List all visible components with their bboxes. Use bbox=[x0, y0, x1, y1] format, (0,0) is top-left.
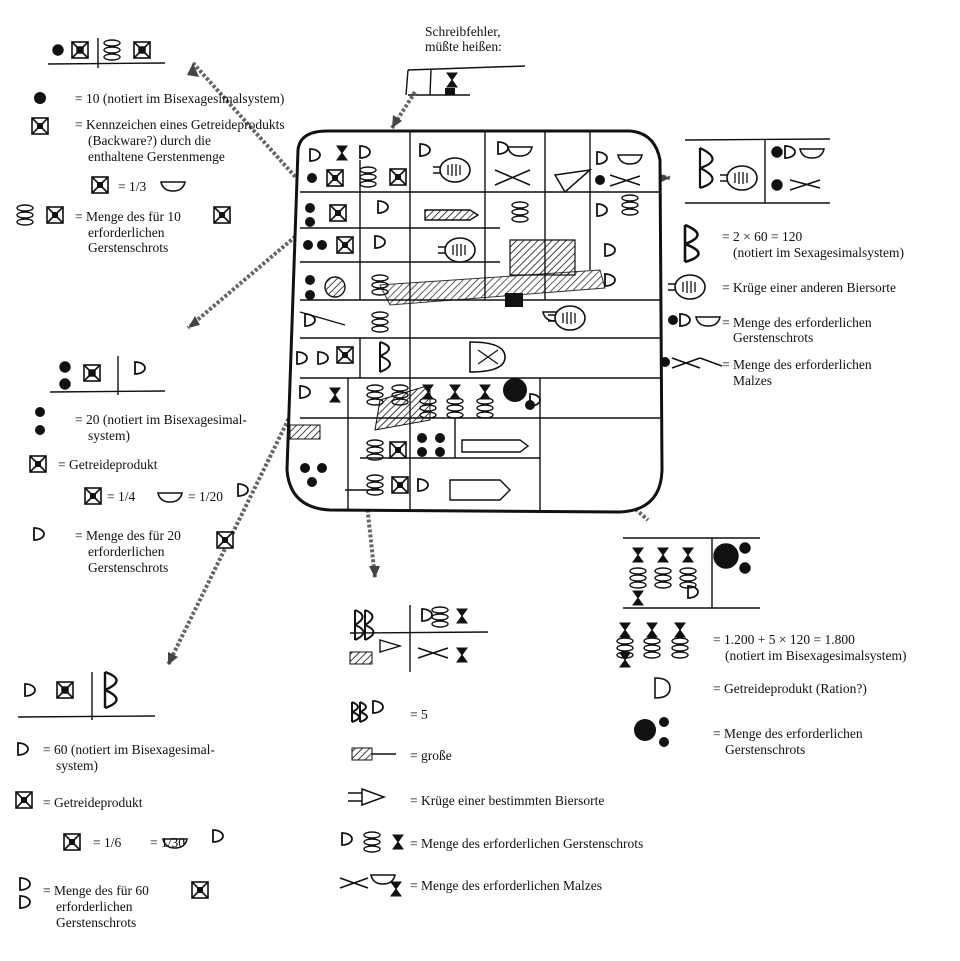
legend-b-120-line1: = 2 × 60 = 120 bbox=[722, 229, 803, 244]
legend-menge-60-line3: Gerstenschrots bbox=[56, 915, 137, 930]
legend-b-120-line2: (notiert im Sexagesimalsystem) bbox=[733, 245, 904, 260]
legend-malz-right-line2: Malzes bbox=[733, 373, 772, 388]
scribal-correction-box bbox=[405, 65, 526, 96]
legend-sixty-line1: = 60 (notiert im Bisexagesimal- bbox=[43, 742, 215, 757]
legend-menge-bottom-right-line2: Gerstenschrots bbox=[725, 742, 806, 757]
legend-sixty-line2: system) bbox=[56, 758, 98, 773]
legend-gersten-center: = Menge des erforderlichen Gerstenschrot… bbox=[410, 836, 644, 851]
scribal-note-line1: Schreibfehler, bbox=[425, 24, 501, 39]
legend-kennzeichen-line3: enthaltene Gerstenmenge bbox=[88, 149, 225, 164]
key-box-bottom-left bbox=[17, 670, 156, 720]
legend-menge-20-line1: = Menge des für 20 bbox=[75, 528, 181, 543]
legend-ration: = Getreideprodukt (Ration?) bbox=[713, 681, 867, 696]
key-box-bottom-center bbox=[349, 605, 489, 672]
legend-fraction-quarter: = 1/4 bbox=[107, 489, 136, 504]
legend-menge-10-line3: Gerstenschrots bbox=[88, 240, 169, 255]
legend-gersten-right-line2: Gerstenschrots bbox=[733, 330, 814, 345]
legend-signs-right bbox=[660, 223, 723, 369]
legend-menge-60-line1: = Menge des für 60 bbox=[43, 883, 149, 898]
tablet bbox=[285, 129, 664, 514]
key-box-right bbox=[684, 138, 831, 204]
legend-getreideprodukt-mid: = Getreideprodukt bbox=[58, 457, 158, 472]
legend-calc-line2: (notiert im Bisexagesimalsystem) bbox=[725, 648, 907, 663]
legend-menge-60-line2: erforderlichen bbox=[56, 899, 133, 914]
legend-kennzeichen-line2: (Backware?) durch die bbox=[88, 133, 211, 148]
legend-fraction-twentieth: = 1/20 bbox=[188, 489, 223, 504]
legend-dots-twenty-line1: = 20 (notiert im Bisexagesimal- bbox=[75, 412, 247, 427]
scribal-note-line2: müßte heißen: bbox=[425, 39, 502, 54]
legend-fraction-thirtieth: = 1/30 bbox=[150, 835, 185, 850]
legend-calc-line1: = 1.200 + 5 × 120 = 1.800 bbox=[713, 632, 855, 647]
legend-signs-top-left bbox=[16, 92, 231, 226]
legend-fraction-sixth: = 1/6 bbox=[93, 835, 122, 850]
key-box-bottom-right bbox=[623, 537, 760, 609]
key-box-top-left bbox=[47, 38, 166, 68]
legend-gersten-right-line1: = Menge des erforderlichen bbox=[722, 315, 872, 330]
legend-menge-10-line1: = Menge des für 10 bbox=[75, 209, 181, 224]
legend-signs-bottom-center bbox=[339, 700, 404, 897]
legend-signs-bottom-right bbox=[616, 622, 689, 747]
legend-dot-ten: = 10 (notiert im Bisexagesimalsystem) bbox=[75, 91, 285, 106]
legend-grosse: = große bbox=[410, 748, 452, 763]
legend-menge-bottom-right-line1: = Menge des erforderlichen bbox=[713, 726, 863, 741]
legend-five: = 5 bbox=[410, 707, 428, 722]
legend-menge-10-line2: erforderlichen bbox=[88, 225, 165, 240]
legend-malz-center: = Menge des erforderlichen Malzes bbox=[410, 878, 603, 893]
legend-kruege-specific: = Krüge einer bestimmten Biersorte bbox=[410, 793, 605, 808]
legend-dots-twenty-line2: system) bbox=[88, 428, 130, 443]
legend-menge-20-line2: erforderlichen bbox=[88, 544, 165, 559]
legend-signs-mid-left bbox=[29, 407, 249, 549]
legend-kruege-other: = Krüge einer anderen Biersorte bbox=[722, 280, 897, 295]
legend-fraction-third: = 1/3 bbox=[118, 179, 147, 194]
legend-menge-20-line3: Gerstenschrots bbox=[88, 560, 169, 575]
legend-getreideprodukt-bottom: = Getreideprodukt bbox=[43, 795, 143, 810]
legend-malz-right-line1: = Menge des erforderlichen bbox=[722, 357, 872, 372]
legend-kennzeichen-line1: = Kennzeichen eines Getreideprodukts bbox=[75, 117, 285, 132]
key-box-mid-left bbox=[49, 356, 166, 395]
